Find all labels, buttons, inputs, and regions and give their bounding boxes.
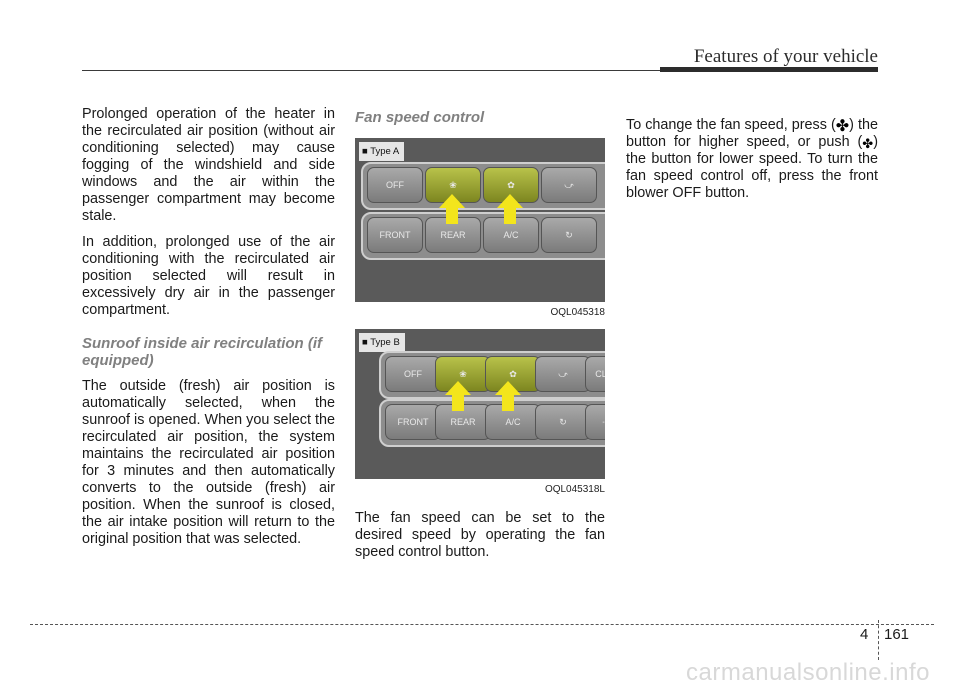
section-heading-fan-speed: Fan speed control <box>355 109 485 126</box>
figure-code: OQL045318L <box>544 484 605 495</box>
arrow-up-icon <box>497 194 523 224</box>
column-middle: Fan speed control ■ Type A OFF ❀ ✿ ⤻ FRO… <box>355 109 605 570</box>
fan-icon: ✤ <box>862 136 874 151</box>
footer-separator <box>878 620 879 660</box>
figure-code: OQL045318 <box>550 307 606 318</box>
paragraph: Prolonged operation of the heater in the… <box>82 106 335 224</box>
front-defrost-button: FRONT <box>367 217 423 253</box>
seat-airflow-icon: ⤻ <box>558 369 568 379</box>
chapter-number: 4 <box>860 626 869 643</box>
paragraph-fan-speed: To change the fan speed, press (✤) the b… <box>626 117 878 202</box>
seat-airflow-icon: ⤻ <box>564 180 574 190</box>
off-button: OFF <box>367 167 423 203</box>
footer-rule <box>30 624 934 625</box>
fan-icon: ✤ <box>835 118 850 135</box>
figure-type-a: ■ Type A OFF ❀ ✿ ⤻ FRONT REAR A/C ↻ <box>355 138 605 302</box>
front-defrost-button: FRONT <box>385 404 441 440</box>
arrow-up-icon <box>495 381 521 411</box>
header-rule-accent <box>660 67 878 72</box>
recirculation-button: ↻ <box>535 404 591 440</box>
header-rule <box>82 70 662 71</box>
type-b-label: ■ Type B <box>359 333 405 352</box>
column-right: To change the fan speed, press (✤) the b… <box>626 117 878 211</box>
recirculation-button: ↻ <box>541 217 597 253</box>
climate-button: CLIM <box>585 356 605 392</box>
type-a-label: ■ Type A <box>359 142 405 161</box>
off-button: OFF <box>385 356 441 392</box>
column-left: Prolonged operation of the heater in the… <box>82 106 335 557</box>
fan-icon: ❀ <box>449 180 457 190</box>
text-fragment: To change the fan speed, press ( <box>626 117 836 133</box>
text-fragment: ) the button for lower speed. To turn th… <box>626 134 878 201</box>
watermark: carmanualsonline.info <box>686 659 930 686</box>
rear-defrost-button: REAR <box>425 217 481 253</box>
fan-icon: ❀ <box>459 369 467 379</box>
recirculation-icon: ↻ <box>565 230 573 240</box>
arrow-up-icon <box>439 194 465 224</box>
fan-icon: ✿ <box>507 180 515 190</box>
page-number: 161 <box>884 626 910 643</box>
paragraph: In addition, prolonged use of the air co… <box>82 234 335 318</box>
fresh-air-icon: ⇢ <box>602 417 605 427</box>
page-header-title: Features of your vehicle <box>693 46 878 67</box>
text-fragment: ) the button for higher speed, or push ( <box>626 117 878 150</box>
section-heading-sunroof: Sunroof inside air recirculation (if equ… <box>82 335 323 369</box>
arrow-up-icon <box>445 381 471 411</box>
figure-type-b: ■ Type B OFF ❀ ✿ ⤻ CLIM FRONT REAR A/C ↻… <box>355 329 605 479</box>
paragraph: The outside (fresh) air position is auto… <box>82 378 335 547</box>
mode-button: ⤻ <box>541 167 597 203</box>
fresh-air-button: ⇢ <box>585 404 605 440</box>
mode-button: ⤻ <box>535 356 591 392</box>
recirculation-icon: ↻ <box>559 417 567 427</box>
paragraph: The fan speed can be set to the desired … <box>355 510 605 560</box>
fan-icon: ✿ <box>509 369 517 379</box>
